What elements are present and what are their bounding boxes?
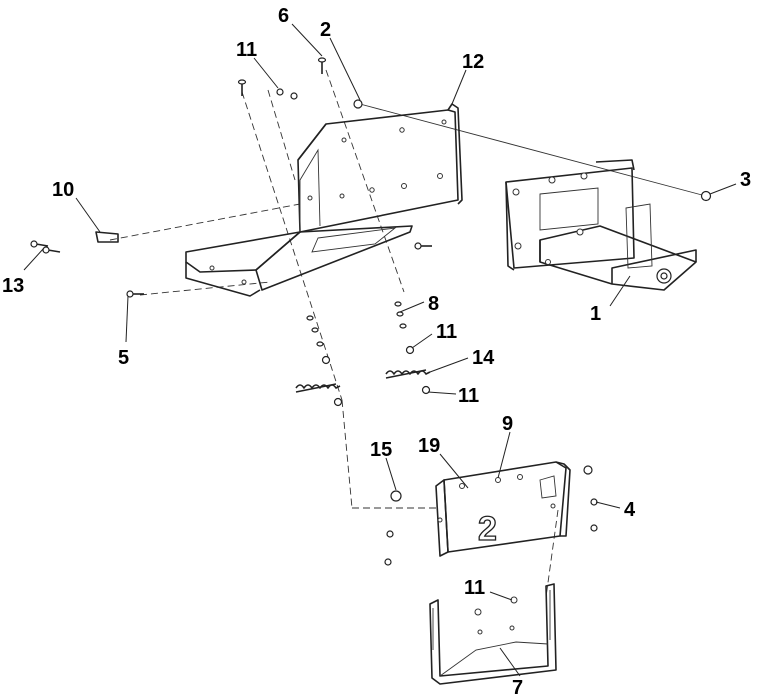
main-bracket [185, 103, 463, 297]
front-plate: 2 [435, 461, 571, 557]
callout-13: 13 [2, 275, 24, 297]
lower-u-bracket [429, 583, 557, 685]
callout-6: 6 [278, 5, 289, 27]
leader-lines [23, 23, 737, 677]
callout-11: 11 [236, 39, 257, 61]
callout-8: 8 [428, 293, 439, 315]
callout-14: 14 [472, 347, 495, 369]
callout-12: 12 [462, 51, 484, 73]
callout-2: 2 [320, 19, 331, 41]
receiver-hitch [505, 159, 697, 291]
callout-19: 19 [418, 435, 440, 457]
callout-11b: 11 [436, 321, 457, 343]
callout-10: 10 [52, 179, 74, 201]
callout-1: 1 [590, 303, 601, 325]
spring-right [385, 369, 431, 379]
hardware [30, 57, 712, 566]
callout-15: 15 [370, 439, 392, 461]
callout-4: 4 [624, 499, 636, 521]
callout-9: 9 [502, 413, 513, 435]
callout-labels: 2 6 11 12 3 10 13 5 1 8 11 14 11 9 19 15… [2, 5, 751, 699]
assembly-guide-lines [109, 69, 703, 598]
callout-7: 7 [512, 677, 523, 699]
spring-left [295, 383, 341, 393]
callout-5: 5 [118, 347, 129, 369]
plate-mark: 2 [478, 510, 497, 548]
callout-3: 3 [740, 169, 751, 191]
callout-11c: 11 [458, 385, 479, 407]
callout-11d: 11 [464, 577, 485, 599]
